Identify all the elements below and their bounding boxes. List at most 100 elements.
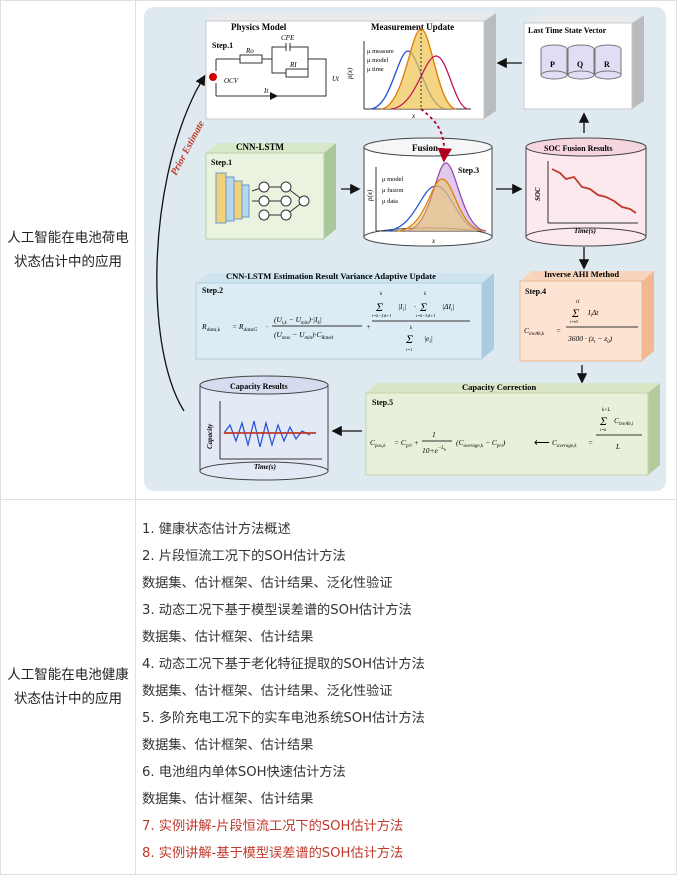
svg-text:·: · [266, 322, 268, 331]
soc-fusion-block: SOC Fusion Results SOC Time(s) [525, 137, 647, 247]
svg-text:k: k [410, 326, 413, 331]
capacity-correction-title: Capacity Correction [462, 382, 536, 392]
physics-model-title: Physics Model [231, 22, 287, 32]
svg-text:+: + [366, 322, 371, 331]
svg-text:(Umax − Umin)·CRated: (Umax − Umin)·CRated [274, 330, 334, 341]
svg-text:t1: t1 [576, 300, 580, 305]
svg-text:i=k: i=k [600, 427, 607, 432]
row2-label-cell: 人工智能在电池健康状态估计中的应用 [0, 499, 136, 875]
soc-axis-label: SOC [534, 187, 542, 201]
row1-label: 人工智能在电池荷电状态估计中的应用 [7, 230, 129, 270]
ahi-formula: CinvAh,k = t1 Σ i=t0 IiΔt 3600 · (zt − z… [524, 300, 638, 345]
mu-time-label: μ time [367, 66, 384, 73]
mu-model2-label: μ model [382, 176, 404, 183]
measurement-update-chart: p(x) x μ measure μ model μ time [346, 28, 471, 120]
last-state-block: Last Time State Vector P Q [523, 15, 644, 110]
svg-text:k+L: k+L [602, 408, 611, 413]
x-label-2: x [431, 237, 436, 245]
svg-text:Σ: Σ [419, 300, 427, 314]
soc-fusion-title: SOC Fusion Results [544, 144, 612, 153]
prior-estimate-arrow [156, 74, 206, 412]
row1-label-cell: 人工智能在电池荷电状态估计中的应用 [0, 0, 136, 500]
svg-text:Rdata,k: Rdata,k [201, 322, 221, 333]
variance-formula: Rdata,k = RdataG · (Ut,k − Umin)·|Ik| (U… [201, 292, 470, 352]
capacity-results-title: Capacity Results [230, 382, 288, 391]
row1-diagram-cell: Physics Model Measurement Update Step.1 … [135, 0, 677, 500]
svg-text:Caverage,k: Caverage,k [552, 438, 577, 449]
outline-item: 6. 电池组内单体SOH快速估计方法 [142, 765, 346, 780]
ahi-title: Inverse AHI Method [544, 269, 619, 279]
ocv-label: OCV [224, 77, 239, 85]
svg-text:|Ii|: |Ii| [398, 302, 406, 313]
svg-text:L: L [615, 442, 620, 451]
capacity-correction-block: Capacity Correction Step.5 Cpos,k = Cpri… [365, 382, 660, 476]
svg-text:i=k−Ld+1: i=k−Ld+1 [372, 313, 391, 318]
svg-text:IiΔt: IiΔt [587, 308, 599, 319]
physics-model-block: Physics Model Measurement Update Step.1 … [205, 13, 496, 120]
step3-label: Step.3 [458, 166, 479, 175]
svg-text:= Cpri +: = Cpri + [394, 438, 419, 449]
px-label-2: p(x) [366, 189, 374, 202]
svg-text:Σ: Σ [405, 332, 413, 346]
svg-text:3600 · (zt − z0): 3600 · (zt − z0) [567, 334, 613, 345]
svg-text:k: k [380, 292, 383, 297]
svg-text:k: k [424, 292, 427, 297]
outline-item: 数据集、估计框架、估计结果 [142, 630, 314, 645]
outline-item: 数据集、估计框架、估计结果 [142, 792, 314, 807]
svg-text:Σ: Σ [375, 300, 383, 314]
outline-item: 数据集、估计框架、估计结果、泛化性验证 [142, 684, 393, 699]
svg-text:(Caverage,k − Cpri): (Caverage,k − Cpri) [456, 438, 506, 449]
capacity-results-block: Capacity Results Capacity Time(s) [199, 375, 329, 481]
svg-text:= RdataG: = RdataG [232, 322, 257, 333]
r-label: R [604, 60, 610, 69]
variance-update-block: CNN-LSTM Estimation Result Variance Adap… [195, 271, 494, 360]
mu-data-label: μ data [382, 198, 398, 205]
red-dashed-arrow [420, 108, 452, 163]
step2-label: Step.2 [202, 286, 223, 295]
svg-text:CinvAh,i: CinvAh,i [614, 416, 634, 427]
step4-label: Step.4 [525, 287, 546, 296]
svg-text:Σ: Σ [571, 306, 579, 320]
ri-label: RI [289, 61, 297, 69]
p-label: P [550, 60, 555, 69]
step1-cnn-label: Step.1 [211, 158, 232, 167]
mu-fusion-label: μ fusion [382, 187, 404, 194]
inverse-ahi-block: Inverse AHI Method Step.4 CinvAh,k = t1 … [519, 269, 654, 362]
outline-item: 5. 多阶充电工况下的实车电池系统SOH估计方法 [142, 711, 425, 726]
correction-formula: Cpos,k = Cpri + 1 10+e−Lk (Caverage,k − … [370, 408, 642, 455]
measurement-update-title: Measurement Update [371, 22, 454, 32]
mu-measure-label: μ measure [367, 48, 394, 55]
x-label-1: x [411, 112, 416, 120]
svg-text:=: = [588, 438, 593, 447]
last-state-title: Last Time State Vector [528, 26, 607, 35]
outline-item: 7. 实例讲解-片段恒流工况下的SOH估计方法 [142, 819, 404, 834]
p-cylinder: P [540, 44, 568, 80]
svg-text:1: 1 [432, 430, 436, 439]
step5-label: Step.5 [372, 398, 393, 407]
mu-model-label: μ model [367, 57, 389, 64]
outline-item: 4. 动态工况下基于老化特征提取的SOH估计方法 [142, 657, 425, 672]
cnn-lstm-block: CNN-LSTM Step.1 [205, 142, 336, 240]
diagram-background [144, 7, 666, 491]
svg-text:|ei|: |ei| [424, 334, 433, 345]
svg-text:(Ut,k − Umin)·|Ik|: (Ut,k − Umin)·|Ik| [274, 315, 322, 326]
svg-text:⟵: ⟵ [534, 437, 550, 449]
outline-item: 3. 动态工况下基于模型误差谱的SOH估计方法 [142, 603, 412, 618]
svg-text:=: = [556, 326, 561, 335]
svg-text:i=1: i=1 [406, 347, 413, 352]
svg-text:i=t0: i=t0 [570, 319, 579, 324]
px-label-1: p(x) [346, 67, 354, 80]
estimation-framework-diagram: Physics Model Measurement Update Step.1 … [144, 7, 666, 491]
ut-label: Ut [332, 75, 340, 83]
variance-title: CNN-LSTM Estimation Result Variance Adap… [226, 271, 436, 281]
r-cylinder: R [594, 44, 622, 80]
q-cylinder: Q [567, 44, 595, 80]
svg-text:i=k−Ld+1: i=k−Ld+1 [416, 313, 435, 318]
fusion-block: Fusion Step.3 p(x) x μ model μ fusion μ … [363, 137, 493, 247]
cnn-lstm-title: CNN-LSTM [236, 142, 285, 152]
step1-label: Step.1 [212, 41, 233, 50]
ro-label: Ro [245, 47, 254, 55]
cpe-label: CPE [281, 34, 295, 42]
svg-text:·: · [414, 302, 416, 311]
